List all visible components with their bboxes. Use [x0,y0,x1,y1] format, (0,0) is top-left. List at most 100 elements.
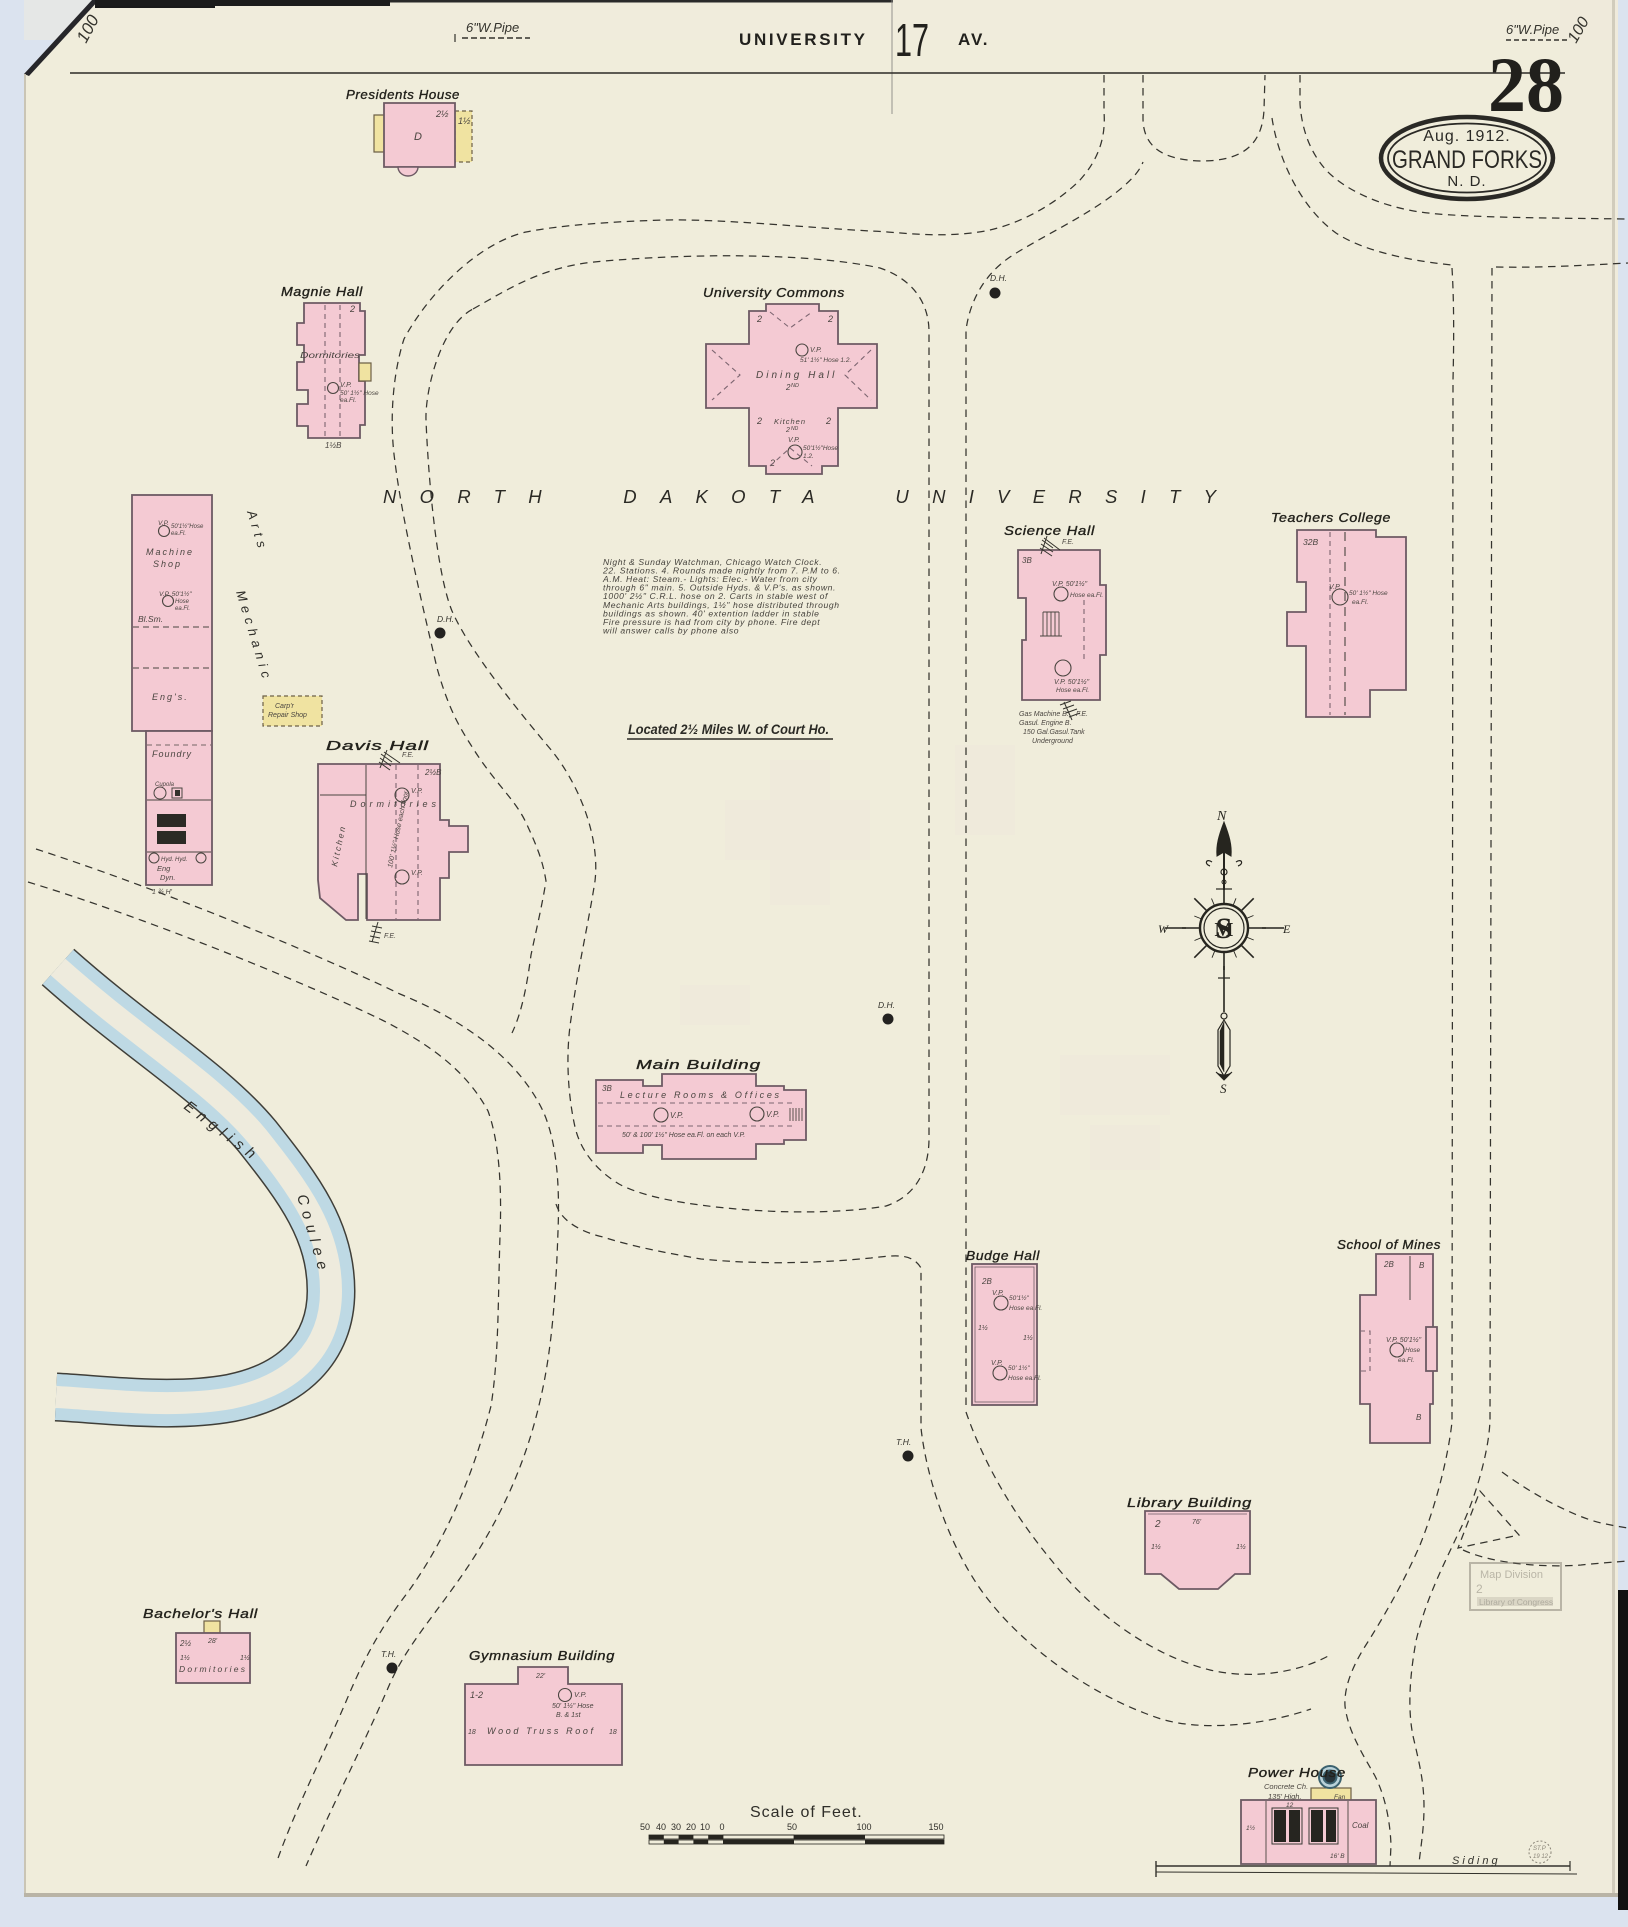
svg-text:Kitchen: Kitchen [774,417,806,426]
svg-text:50'1½": 50'1½" [1009,1294,1030,1302]
svg-text:20: 20 [686,1822,696,1832]
svg-text:N: N [1216,809,1227,824]
svg-text:150: 150 [928,1822,943,1832]
svg-text:Foundry: Foundry [152,749,192,759]
svg-text:0: 0 [719,1822,724,1832]
svg-text:ST.P: ST.P [1533,1846,1546,1852]
svg-text:30: 30 [671,1822,681,1832]
svg-text:2½: 2½ [179,1639,191,1648]
svg-text:1.2.: 1.2. [803,453,814,460]
svg-text:ea.Fl.: ea.Fl. [1352,599,1368,606]
svg-text:Hose ea.Fl.: Hose ea.Fl. [1056,687,1089,694]
svg-text:22. Stations. 4. Rounds made: 22. Stations. 4. Rounds made nightly fro… [602,566,841,576]
svg-text:D.H.: D.H. [990,273,1007,283]
svg-text:50' & 100' 1½" Hose ea.Fl. on: 50' & 100' 1½" Hose ea.Fl. on each V.P. [622,1131,745,1139]
svg-text:V.P.: V.P. [810,347,822,354]
svg-text:V.P. 50'1½": V.P. 50'1½" [159,590,192,598]
svg-text:V.P.: V.P. [670,1111,684,1120]
svg-text:ea.Fl.: ea.Fl. [175,606,190,612]
svg-text:V.P.: V.P. [411,788,423,795]
svg-text:Underground: Underground [1032,738,1074,745]
svg-text:Eng: Eng [157,864,171,873]
svg-text:V.P.: V.P. [340,382,352,389]
svg-text:1-2: 1-2 [470,1690,483,1700]
svg-text:Bachelor's Hall: Bachelor's Hall [143,1606,259,1621]
svg-text:V.P. 50'1½": V.P. 50'1½" [1386,1336,1422,1344]
svg-text:100: 100 [856,1822,871,1832]
svg-text:Concrete Ch.: Concrete Ch. [1264,1782,1308,1791]
svg-text:Night & Sunday Watchman, Chi: Night & Sunday Watchman, Chicago Watch C… [603,557,822,567]
svg-text:6"W.Pipe: 6"W.Pipe [1506,22,1559,37]
svg-text:18: 18 [609,1729,617,1736]
svg-text:2: 2 [785,383,791,392]
svg-text:Science Hall: Science Hall [1004,523,1096,538]
svg-text:NORTH DAKOTA UNIVERSITY: NORTH DAKOTA UNIVERSITY [383,486,1240,507]
svg-text:Dormitories: Dormitories [300,351,360,360]
svg-text:T.H.: T.H. [896,1437,911,1447]
svg-text:Coal: Coal [1352,1821,1369,1830]
svg-text:1½: 1½ [1151,1543,1161,1551]
svg-text:D: D [414,131,422,143]
svg-text:32B: 32B [1303,537,1318,547]
svg-text:A.M. Heat: Steam.- Lights: E: A.M. Heat: Steam.- Lights: Elec.- Water … [602,574,818,584]
svg-text:Dyn.: Dyn. [160,873,175,882]
svg-text:Dining Hall: Dining Hall [756,370,837,381]
svg-text:2B: 2B [1383,1260,1394,1269]
svg-text:V.P.: V.P. [574,1690,587,1699]
svg-text:3B: 3B [1022,556,1032,565]
svg-text:3B: 3B [602,1084,612,1093]
svg-text:1000' 2½" C.R.L. hose on 2. Ca: 1000' 2½" C.R.L. hose on 2. Carts in sta… [603,591,829,601]
svg-text:Main Building: Main Building [636,1057,761,1072]
svg-text:50' 1½" Hose: 50' 1½" Hose [340,389,379,397]
svg-text:D.H.: D.H. [437,614,454,624]
svg-text:19 12: 19 12 [1533,1854,1549,1860]
svg-text:Carp'r: Carp'r [275,703,295,710]
svg-text:V.P.: V.P. [991,1360,1003,1367]
svg-text:ND: ND [791,383,799,389]
svg-text:Scale of Feet.: Scale of Feet. [750,1804,863,1821]
svg-text:Fan: Fan [1334,1794,1346,1801]
svg-text:2: 2 [1476,1582,1483,1596]
svg-text:F.E.: F.E. [384,933,396,940]
svg-text:1½: 1½ [1023,1334,1033,1342]
svg-text:Hose: Hose [1405,1347,1421,1354]
svg-text:1 ¾ H': 1 ¾ H' [152,889,173,896]
svg-text:2: 2 [349,304,355,314]
svg-text:Eng's.: Eng's. [152,692,189,702]
svg-text:50'1½"Hose: 50'1½"Hose [171,523,204,530]
svg-text:135' High.: 135' High. [1268,1792,1302,1801]
svg-text:12: 12 [1286,1802,1294,1809]
svg-text:through 6" main. 5. Outside H: through 6" main. 5. Outside Hyds. & V.P'… [603,583,836,593]
svg-text:Map Division: Map Division [1480,1569,1543,1581]
svg-text:E: E [1282,922,1291,936]
svg-text:1½: 1½ [458,116,471,126]
svg-text:V.P.: V.P. [1329,584,1341,591]
svg-text:2: 2 [825,416,831,426]
svg-text:ND: ND [791,426,799,432]
svg-text:2B: 2B [981,1277,992,1286]
svg-text:Shop: Shop [153,559,182,569]
svg-text:50: 50 [787,1822,797,1832]
svg-text:Hose ea.Fl.: Hose ea.Fl. [1009,1305,1042,1312]
svg-text:GRAND FORKS: GRAND FORKS [1392,146,1542,174]
svg-text:AV.: AV. [958,30,990,49]
svg-text:28: 28 [1488,41,1564,128]
svg-text:Repair Shop: Repair Shop [268,712,307,719]
svg-text:2: 2 [756,416,762,426]
svg-text:1½: 1½ [978,1324,988,1332]
svg-text:Fire pressure is had from c: Fire pressure is had from city by phone.… [603,617,820,627]
svg-text:2: 2 [756,314,762,324]
svg-text:Gas Machine B.: Gas Machine B. [1019,711,1069,718]
svg-text:150 Gal.Gasul.Tank: 150 Gal.Gasul.Tank [1023,729,1085,736]
svg-text:S: S [1216,912,1233,945]
svg-text:50' 1½": 50' 1½" [1008,1364,1030,1372]
svg-text:Cupola: Cupola [155,782,175,788]
svg-text:W: W [1158,922,1169,936]
svg-text:V.P.: V.P. [766,1110,780,1119]
svg-text:2½: 2½ [435,109,449,119]
svg-text:40: 40 [656,1822,666,1832]
svg-text:Hose ea.Fl.: Hose ea.Fl. [1008,1375,1041,1382]
svg-text:Located 2½ Miles W. of Court H: Located 2½ Miles W. of Court Ho. [628,721,829,737]
svg-text:Lecture Rooms & Offices: Lecture Rooms & Offices [620,1090,780,1100]
svg-text:Library Building: Library Building [1127,1495,1252,1510]
